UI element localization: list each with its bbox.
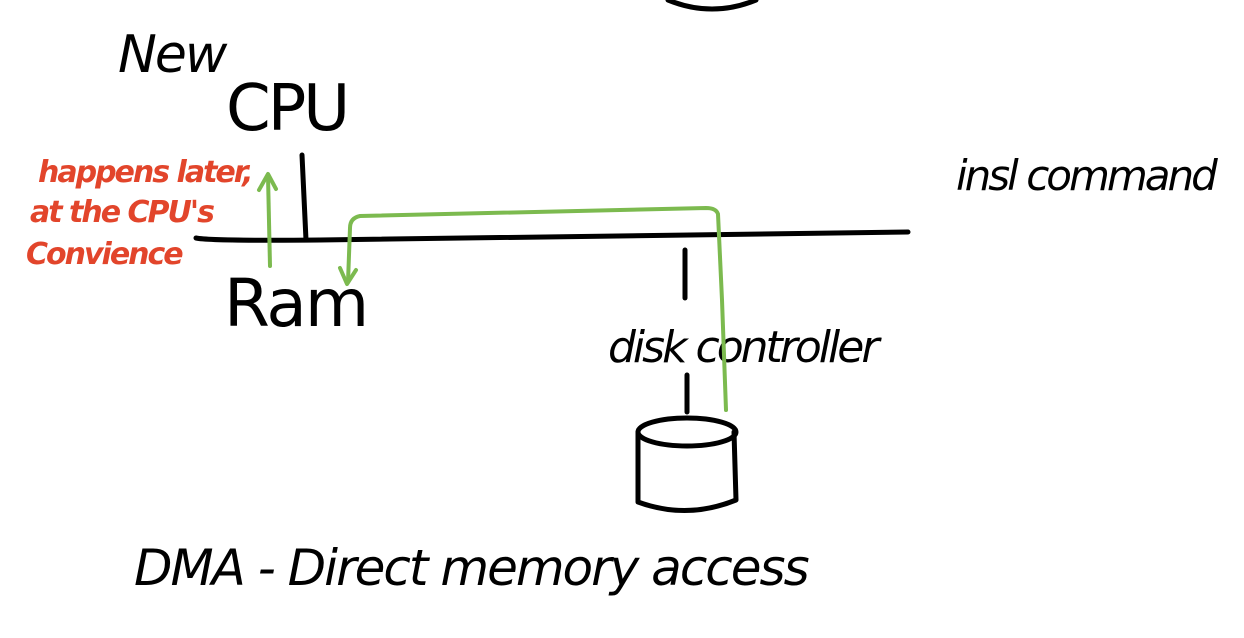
insl-command-label: insl command xyxy=(956,151,1218,200)
annotation-line-1: happens later, xyxy=(38,155,252,190)
partial-circle-top xyxy=(665,0,759,12)
ram-to-cpu-arrow xyxy=(257,172,278,268)
title-new: New xyxy=(118,25,228,85)
annotation-line-3: Convience xyxy=(26,237,183,272)
disk-controller-label: disk controller xyxy=(608,322,882,373)
disk-icon xyxy=(635,415,739,514)
annotation-line-2: at the CPU's xyxy=(30,195,214,230)
cpu-bus-connector xyxy=(299,152,309,243)
dma-label: DMA - Direct memory access xyxy=(134,539,809,597)
dma-transfer-path xyxy=(338,206,728,412)
annotation-note: happens later, at the CPU's Convience xyxy=(26,155,254,272)
cpu-label: CPU xyxy=(226,72,347,146)
system-bus-line xyxy=(193,229,911,243)
